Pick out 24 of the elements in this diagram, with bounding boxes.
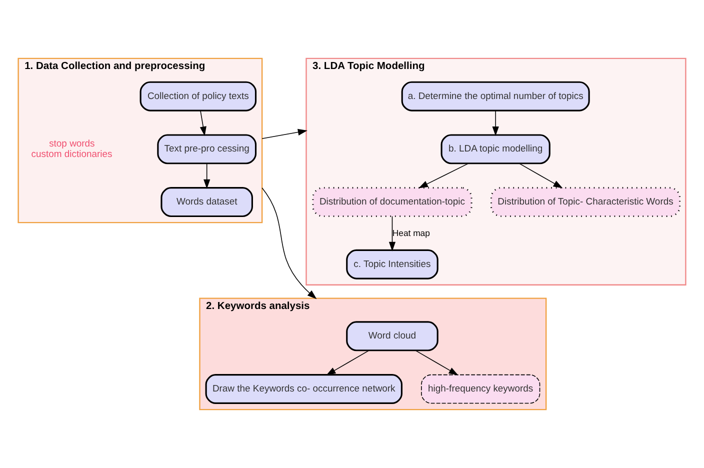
edge-label: Heat map (392, 228, 430, 238)
node-box: Collection of policy texts (140, 81, 257, 112)
node-label: stop words (49, 138, 95, 150)
node-box: high-frequency keywords (421, 374, 540, 404)
arrow (518, 163, 563, 188)
arrow (326, 350, 370, 376)
node-box: Distribution of Topic- Characteristic Words (490, 187, 681, 218)
arrow (492, 110, 499, 136)
node-box: b. LDA topic modelling (440, 134, 550, 164)
arrow (262, 187, 317, 300)
arrow (200, 110, 206, 136)
arrow (388, 216, 396, 252)
node-label: custom dictionaries (31, 148, 112, 160)
node-box: Distribution of documentation-topic (312, 187, 472, 218)
node-box: a. Determine the optimal number of topics (401, 81, 590, 112)
node-box: Word cloud (346, 321, 438, 352)
arrow (204, 163, 210, 189)
node-box: c. Topic Intensities (346, 249, 438, 280)
node-box: Draw the Keywords co- occurrence network (205, 374, 402, 404)
arrow (415, 350, 458, 376)
node-box: Words dataset (160, 187, 253, 218)
arrow (262, 128, 308, 139)
arrow (418, 163, 469, 188)
node-box: Text pre-pro cessing (157, 134, 257, 164)
